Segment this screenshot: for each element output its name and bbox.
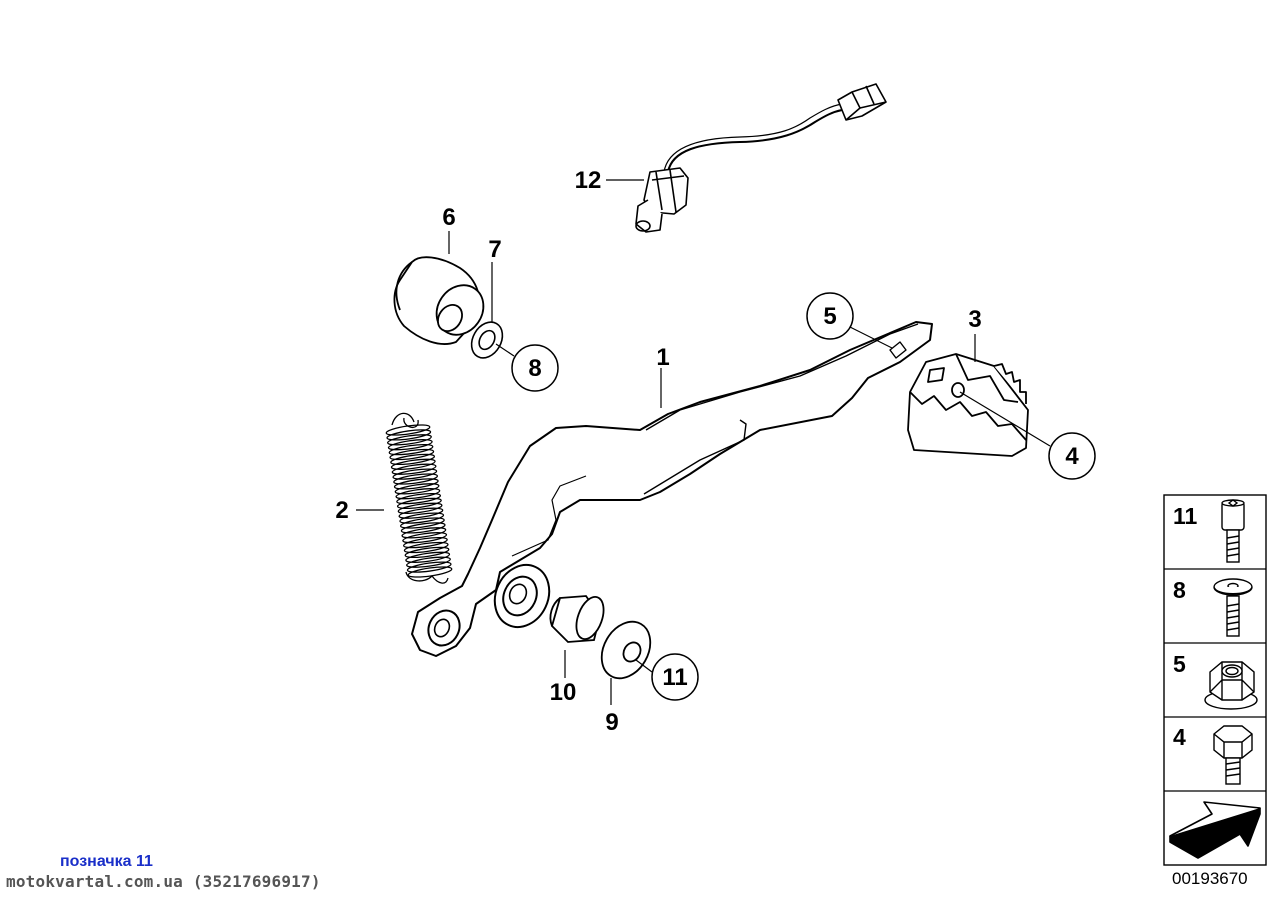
spring-coil [405,551,451,563]
legend-label-5: 5 [1173,651,1186,677]
spring-coil [393,473,439,485]
spring-coil [390,458,436,470]
spring-coil [402,536,448,549]
spring-coil [387,434,432,446]
leader-8 [495,343,515,357]
spring-coil [402,532,448,544]
callout-7: 7 [488,236,501,263]
callout-1: 1 [656,344,669,371]
spring-coil [389,448,435,461]
part-10-sleeve [549,595,605,643]
legend-row-11: 11 [1173,499,1245,563]
callout-3: 3 [968,306,981,333]
legend-label-8: 8 [1173,577,1186,603]
part-9-washer [600,620,652,680]
note-label: позначка 11 [60,853,153,870]
legend-row-4: 4 [1173,724,1253,785]
socket-head-bolt-icon [1221,499,1245,563]
spring-coil [385,424,431,436]
callout-6: 6 [442,204,455,231]
watermark: motokvartal.com.ua (35217696917) [6,872,321,891]
spring-coil [399,517,445,529]
flange-nut-icon [1204,661,1258,710]
callout-8: 8 [528,355,541,382]
spring-coil [388,443,434,456]
spring-coil [403,541,449,554]
callout-12: 12 [575,167,602,194]
part-1-brake-pedal [411,321,933,657]
spring-coil [397,502,443,514]
leader-11 [635,659,653,673]
spring-coil [401,527,447,539]
callout-circles [511,292,1096,701]
legend-row-5: 5 [1173,651,1258,710]
callout-2: 2 [335,497,348,524]
page-arrow-icon [1169,801,1261,859]
callout-9: 9 [605,709,618,736]
spring-coil [404,546,450,559]
callout-11: 11 [662,664,687,691]
spring-coil [394,483,440,495]
callout-circle-5 [806,292,854,340]
legend-label-4: 4 [1173,724,1186,750]
spring-coil [396,497,442,510]
countersunk-bolt-icon [1213,578,1253,637]
callout-circle-8 [511,344,559,392]
hex-bolt-icon [1213,725,1253,785]
part-2-return-spring [385,412,453,584]
part-12-brake-light-switch [635,83,887,233]
spring-coil [395,488,441,500]
part-3-pedal-pad [907,353,1029,457]
legend-row-8: 8 [1173,577,1253,637]
callout-circle-4 [1048,432,1096,480]
leader-4 [959,391,1051,447]
part-7-washer [470,321,504,359]
spring-coil [406,556,451,568]
spring-coil [400,522,446,534]
spring-coil [392,468,438,480]
callout-4: 4 [1065,443,1079,470]
spring-coil [387,439,433,451]
spring-coil [399,512,445,524]
drawing-id: 00193670 [1172,869,1248,888]
leader-5 [847,325,893,349]
callout-5: 5 [823,303,836,330]
legend-label-11: 11 [1173,503,1198,529]
spring-coil [391,463,437,475]
part-6-bushing [393,256,485,345]
spring-coil [406,561,452,573]
callout-circle-11 [651,653,699,701]
spring-coil [393,478,439,490]
spring-coil [398,507,444,519]
callout-10: 10 [550,679,577,706]
callout-numbers: 12 6 7 8 1 2 5 3 4 10 9 11 [335,167,1079,736]
spring-coil [407,566,453,578]
spring-coil [396,492,442,505]
spring-coil [386,429,432,441]
legend-panel: 11 8 5 [1163,494,1267,866]
spring-coil [390,453,436,466]
leader-lines [356,179,1051,705]
